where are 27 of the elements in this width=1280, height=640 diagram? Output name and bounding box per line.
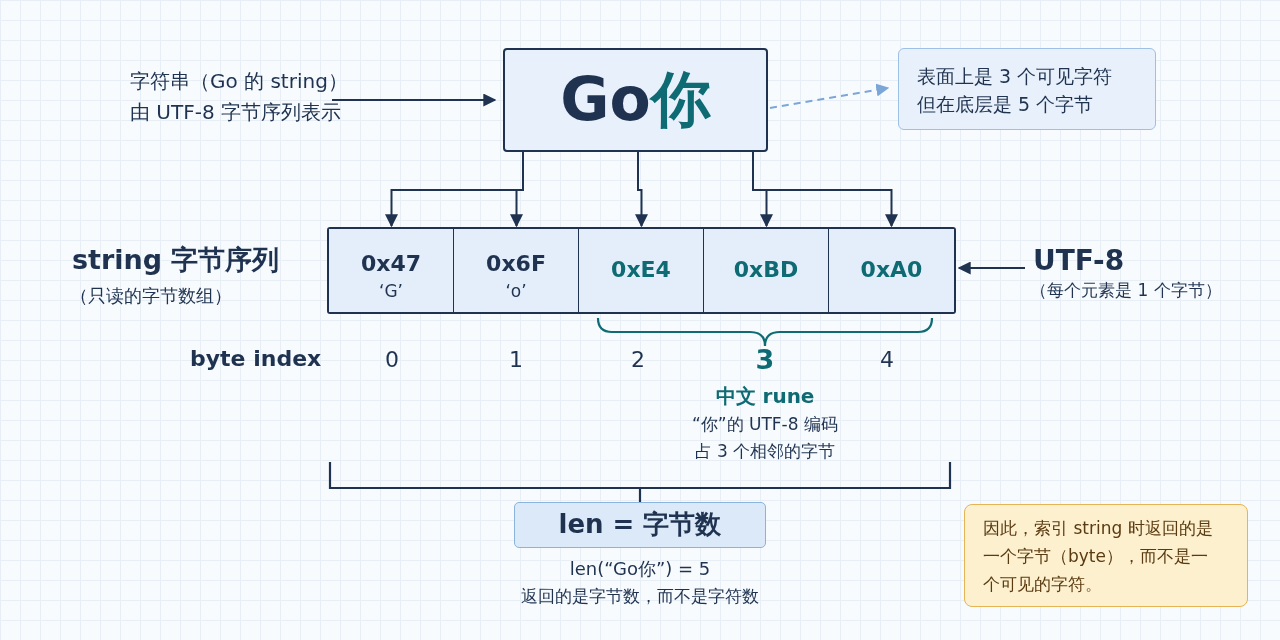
note-text: （每个元素是 1 个字节） bbox=[1030, 279, 1222, 302]
index-number: 0 bbox=[385, 346, 399, 374]
note-text: “你”的 UTF-8 编码占 3 个相邻的字节 bbox=[691, 413, 839, 463]
heading-text: UTF-8 bbox=[1033, 244, 1125, 277]
arrow bbox=[957, 261, 1026, 275]
byte-cell: 0x47 ‘G’ bbox=[329, 229, 454, 312]
heading-text: string 字节序列 bbox=[72, 243, 280, 277]
index-number: 3 bbox=[755, 343, 775, 377]
index-number: 4 bbox=[880, 346, 894, 374]
index-number: 1 bbox=[509, 346, 523, 374]
formula-box: len = 字节数 bbox=[514, 502, 766, 548]
byte-array bbox=[327, 227, 956, 314]
note-box: 因此，索引 string 时返回的是一个字节（byte），而不是一个可见的字符。 bbox=[964, 504, 1248, 607]
arrow bbox=[331, 93, 497, 107]
annotation-text: 字符串（Go 的 string）由 UTF-8 字节序列表示 bbox=[130, 66, 352, 132]
note-box: 表面上是 3 个可见字符但在底层是 5 个字节 bbox=[898, 48, 1156, 130]
index-number: 2 bbox=[631, 346, 645, 374]
string-box: Go你 bbox=[503, 48, 768, 152]
arrow bbox=[769, 83, 890, 109]
note-text: （只读的字节数组） bbox=[70, 284, 232, 307]
arrow bbox=[510, 151, 524, 228]
arrow bbox=[635, 151, 648, 228]
arrow bbox=[752, 151, 898, 228]
note-text: 返回的是字节数，而不是字符数 bbox=[521, 585, 759, 608]
formula-text: len(“Go你”) = 5 bbox=[569, 557, 711, 581]
heading-text: 中文 rune bbox=[715, 383, 815, 409]
axis-label: byte index bbox=[190, 345, 322, 373]
